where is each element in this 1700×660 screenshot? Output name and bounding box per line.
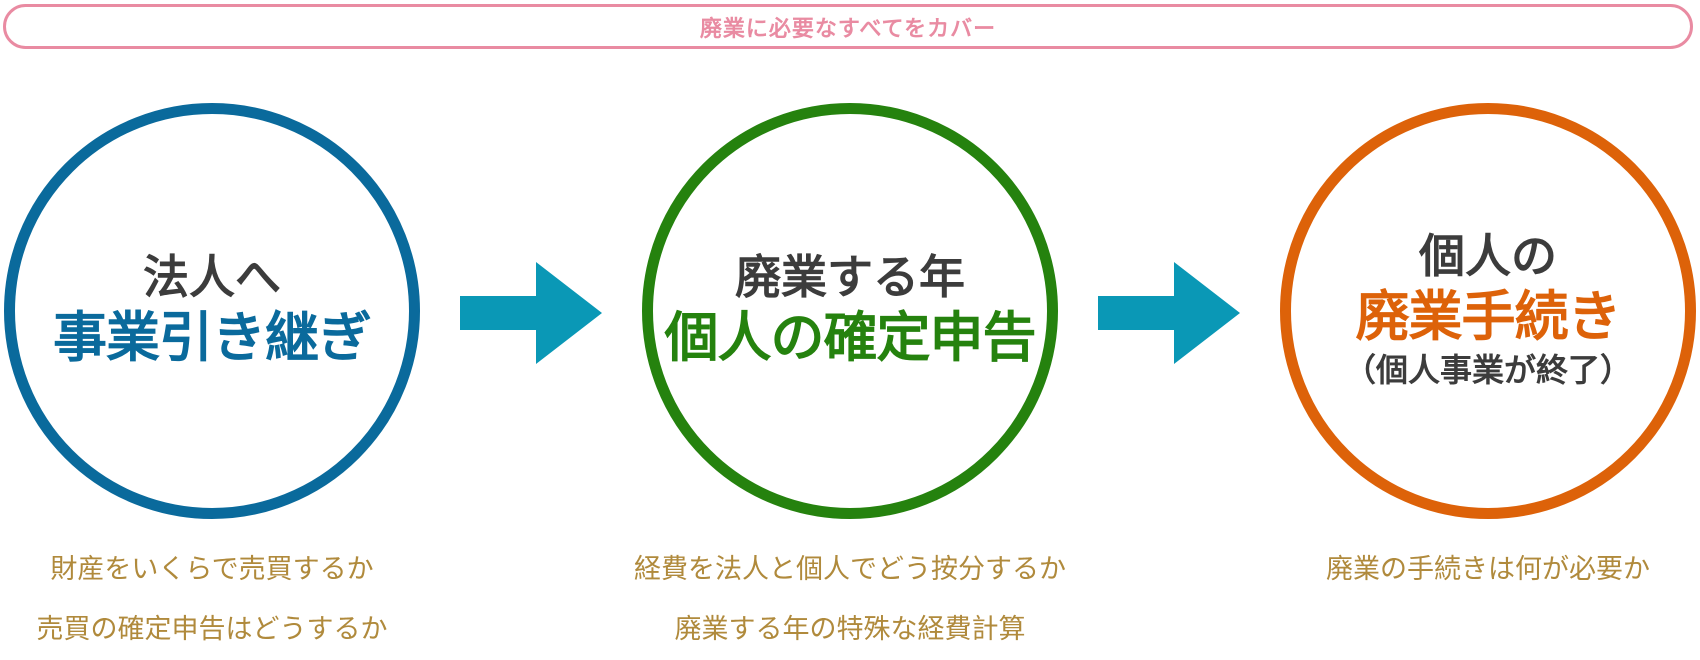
step-2-title: 個人の確定申告 [664, 305, 1037, 369]
step-1-circle: 法人へ 事業引き継ぎ [4, 103, 420, 519]
arrow-1-shape [460, 262, 602, 364]
step-3-subtitle: （個人事業が終了） [1343, 351, 1632, 390]
step-1-heading: 法人へ [143, 249, 281, 304]
step-3-note: 廃業の手続きは何が必要か [1326, 554, 1650, 585]
arrow-right-icon [460, 262, 602, 364]
step-2-heading: 廃業する年 [735, 249, 965, 304]
step-1-note: 財産をいくらで売買するか [50, 554, 374, 585]
step-1-title: 事業引き継ぎ [53, 305, 372, 369]
step-1-notes: 財産をいくらで売買するか 売買の確定申告はどうするか [0, 540, 432, 660]
step-3-circle: 個人の 廃業手続き （個人事業が終了） [1280, 103, 1696, 519]
arrow-right-icon [1098, 262, 1240, 364]
step-3-title: 廃業手続き [1355, 284, 1622, 348]
coverage-banner: 廃業に必要なすべてをカバー [3, 4, 1693, 49]
step-2-circle: 廃業する年 個人の確定申告 [642, 103, 1058, 519]
step-3-heading: 個人の [1419, 229, 1557, 283]
step-2-note: 廃業する年の特殊な経費計算 [674, 614, 1026, 645]
step-3-notes: 廃業の手続きは何が必要か [1268, 540, 1700, 600]
arrow-2-shape [1098, 262, 1240, 364]
step-2-notes: 経費を法人と個人でどう按分するか 廃業する年の特殊な経費計算 [630, 540, 1070, 660]
step-2-note: 経費を法人と個人でどう按分するか [634, 554, 1066, 585]
step-1-note: 売買の確定申告はどうするか [36, 614, 388, 645]
